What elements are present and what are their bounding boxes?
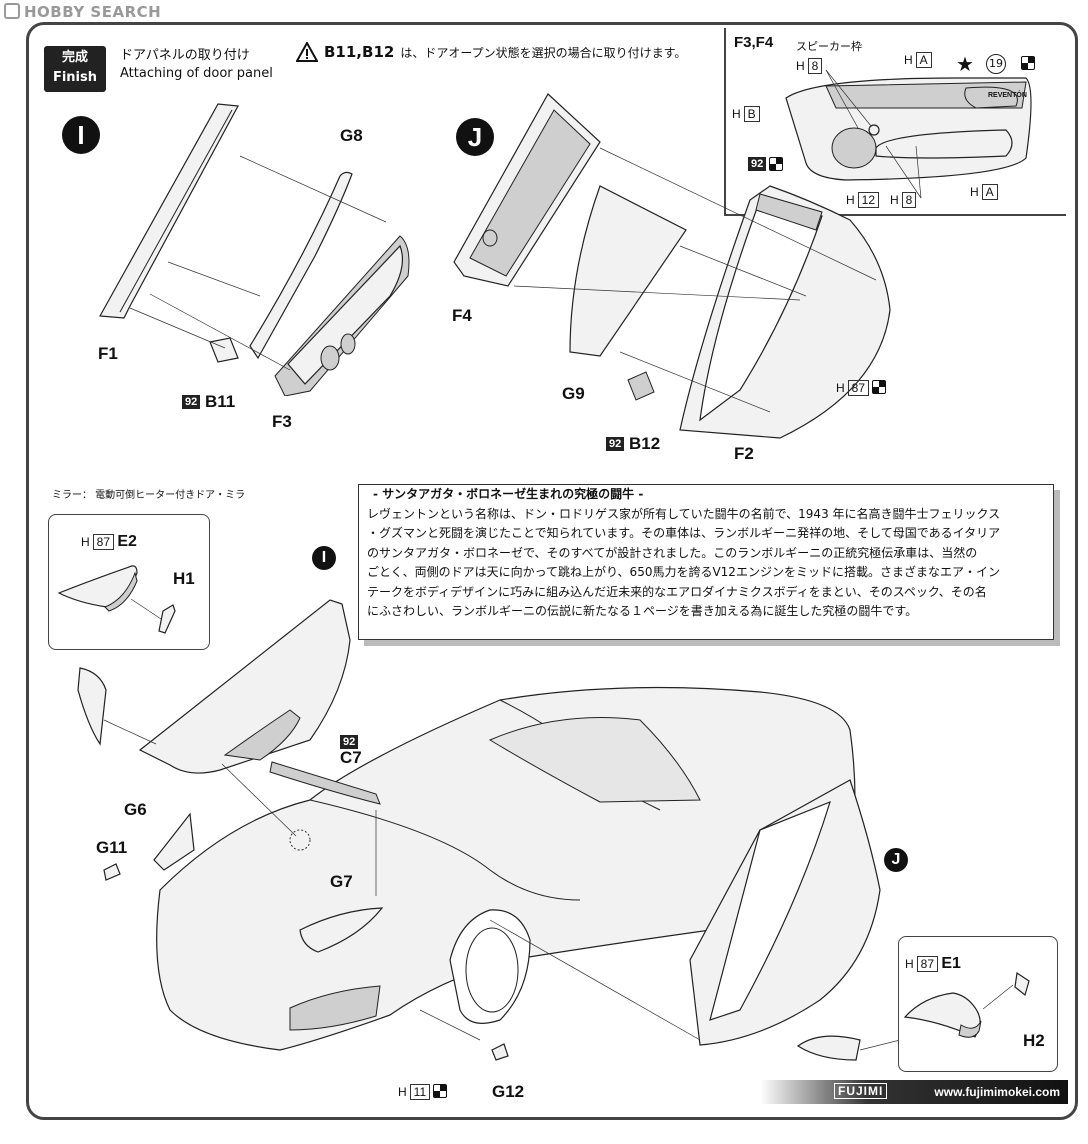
info-heading: - サンタアガタ・ボロネーゼ生まれの究極の闘牛 -: [373, 487, 644, 501]
part-g8-label: G8: [340, 126, 363, 145]
part-b12-label: 92 B12: [606, 434, 660, 454]
inset-subtitle: スピーカー枠: [796, 40, 862, 53]
inset-code-92: 92: [748, 154, 784, 173]
step-j-drawing: [453, 93, 891, 439]
paint-number-19: 19: [986, 54, 1006, 74]
warning-text: は、ドアオープン状態を選択の場合に取り付けます。: [400, 45, 687, 60]
part-h1-label: H1: [173, 569, 195, 588]
finish-en: Finish: [52, 70, 98, 85]
reventon-info-box: - サンタアガタ・ボロネーゼ生まれの究極の闘牛 - レヴェントンという名称は、ド…: [358, 484, 1054, 640]
hobby-search-logo-icon: [4, 3, 20, 19]
door-panel-detail-drawing: [785, 69, 1032, 199]
step-i-drawing: [99, 103, 410, 396]
info-line: ごとく、両側のドアは天に向かって跳ね上がり、650馬力を誇るV12エンジンをミッ…: [367, 565, 1000, 579]
info-line: のサンタアガタ・ボロネーゼで、そのすべてが設計されました。このランボルギーニの正…: [367, 545, 978, 560]
info-line: ・グズマンと死闘を演じたことで知られています。その車体は、ランボルギーニ発祥の地…: [367, 526, 1001, 540]
reventon-emblem: REVENTÓN: [988, 92, 1027, 99]
part-e1-label: E1: [941, 955, 961, 972]
gloss-finish-icon: [433, 1084, 448, 1098]
section-title-en: Attaching of door panel: [120, 66, 273, 81]
part-g11-label: G11: [96, 838, 128, 857]
c7-code-badge: 92: [340, 732, 359, 751]
part-e2-label: E2: [117, 533, 137, 550]
part-f4-label: F4: [452, 306, 472, 325]
fujimi-logo: FUJIMI: [834, 1083, 888, 1099]
mirror-e2-drawing: [57, 565, 176, 634]
info-line: テークをボディデザインに巧みに組み込んだ近未来的なエアロダイナミクスボディをまと…: [367, 584, 987, 599]
info-line: にふさわしい、ランボルギーニの伝説に新たなる１ページを書き加える為に誕生した究極…: [367, 604, 918, 618]
watermark-text: HOBBY SEARCH: [24, 3, 162, 21]
footer-bar: FUJIMI www.fujimimokei.com: [760, 1080, 1068, 1104]
finish-badge: 完成 Finish: [44, 46, 106, 92]
part-g9-label: G9: [562, 384, 585, 403]
step-j-marker: J: [456, 118, 494, 156]
step-i-marker: I: [62, 116, 100, 154]
part-g12-label: G12: [492, 1082, 525, 1101]
gloss-finish-icon: [769, 157, 784, 171]
part-f2-label: F2: [734, 444, 754, 463]
decal-star-icon: ★: [956, 52, 974, 76]
finish-jp: 完成: [61, 50, 88, 65]
part-c7-label: C7: [340, 748, 362, 767]
info-line: レヴェントンという名称は、ドン・ロドリゲス家が所有していた闘牛の名前で、1943…: [367, 506, 1001, 521]
car-assembly-drawing: [77, 599, 901, 1061]
part-b11-label: 92 B11: [182, 392, 235, 412]
step-i-callout-marker: I: [312, 546, 336, 570]
gloss-finish-icon: [1021, 56, 1035, 70]
hobby-search-watermark: HOBBY SEARCH: [4, 3, 161, 21]
part-h2-label: H2: [1023, 1031, 1045, 1050]
inset-title: F3,F4: [734, 34, 774, 51]
gloss-finish-icon: [872, 380, 887, 394]
warning-note: B11,B12 は、ドアオープン状態を選択の場合に取り付けます。: [296, 42, 686, 62]
warning-triangle-icon: [296, 42, 318, 62]
step-j-callout-marker: J: [884, 848, 908, 872]
part-g7-label: G7: [330, 872, 353, 891]
mirror-note: ミラー： 電動可倒ヒーター付きドア・ミラ: [52, 490, 246, 501]
fujimi-url[interactable]: www.fujimimokei.com: [934, 1085, 1060, 1099]
mirror-e1-drawing: [903, 971, 1030, 1038]
part-f1-label: F1: [98, 344, 118, 363]
warning-parts: B11,B12: [324, 43, 395, 61]
section-title-jp: ドアパネルの取り付け: [120, 48, 250, 63]
part-f3-label: F3: [272, 412, 292, 431]
part-g6-label: G6: [124, 800, 147, 819]
